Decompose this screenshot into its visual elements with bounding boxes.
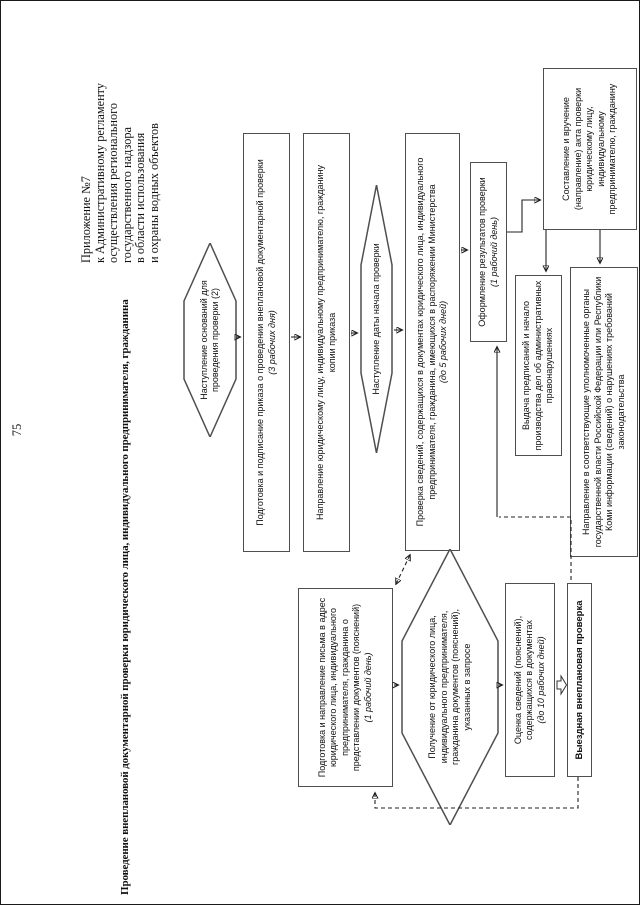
page-number: 75 <box>10 423 24 437</box>
node-text: Оформление результатов проверки <box>477 177 487 327</box>
node-text: Направление юридическому лицу, индивидуа… <box>315 165 337 520</box>
hollow-arrow-evaluate-to-inspection <box>556 674 568 696</box>
document-title: Проведение внеплановой документарной про… <box>119 299 131 895</box>
node-text: Выдача предписаний и начало производства… <box>521 280 555 451</box>
node-text: Наступление оснований для проведения про… <box>198 280 221 400</box>
appendix-line: и охраны водных объектов <box>146 123 161 263</box>
arrow-results-to-act <box>507 200 540 233</box>
appendix-line: осуществления регионального <box>106 103 121 263</box>
hexagon-shape <box>401 549 499 825</box>
node-duration: (3 рабочих дня) <box>266 310 277 375</box>
node-text: Получение от юридического лица, индивиду… <box>427 609 472 765</box>
flow-node-receive-documents: Получение от юридического лица, индивиду… <box>401 549 499 825</box>
hexagon-shape <box>360 185 393 453</box>
hexagon-shape <box>183 243 237 437</box>
flow-node-issue-act: Составление и вручение (направление) акт… <box>543 68 637 230</box>
dashed-line-inspection-elbow <box>499 516 572 580</box>
flow-node-verify-documents: Проверка сведений, содержащихся в докуме… <box>405 133 460 551</box>
appendix-line: к Административному регламенту <box>92 82 107 263</box>
node-text: Оценка сведений (пояснений), содержащихс… <box>512 615 535 745</box>
flow-node-notify-authorities: Направление в соответствующие уполномоче… <box>570 267 638 557</box>
flow-node-send-order-copy: Направление юридическому лицу, индивидуа… <box>303 133 350 552</box>
node-duration: (до 10 рабочих дней) <box>535 636 546 724</box>
flow-node-formalize-results: Оформление результатов проверки(1 рабочи… <box>470 162 507 342</box>
node-duration: (1 рабочий день) <box>362 652 373 723</box>
node-text: Проверка сведений, содержащихся в докуме… <box>415 157 437 527</box>
node-text: Наступление даты начала проверки <box>370 243 381 395</box>
node-text: Составление и вручение (направление) акт… <box>561 83 618 215</box>
node-text: Выездная внеплановая проверка <box>573 600 585 760</box>
flow-node-prepare-letter: Подготовка и направление письма в адрес … <box>298 588 393 787</box>
flow-node-field-inspection: Выездная внеплановая проверка <box>567 583 592 777</box>
appendix-line: Приложение №7 <box>79 176 93 263</box>
appendix-line: в области использования <box>133 132 148 263</box>
flow-node-evaluate-documents: Оценка сведений (пояснений), содержащихс… <box>505 583 555 777</box>
flow-node-grounds-event: Наступление оснований для проведения про… <box>183 243 237 437</box>
node-text: Подготовка и направление письма в адрес … <box>316 597 362 778</box>
node-text: Подготовка и подписание приказа о провед… <box>255 159 265 526</box>
flow-node-start-date-event: Наступление даты начала проверки <box>360 185 393 453</box>
appendix-header: Приложение №7 к Административному реглам… <box>79 82 162 263</box>
node-duration: (1 рабочий день) <box>488 217 499 288</box>
flow-node-prepare-order: Подготовка и подписание приказа о провед… <box>243 133 290 552</box>
node-duration: (до 5 рабочих дней) <box>438 300 449 384</box>
appendix-line: государственного надзора <box>119 126 134 263</box>
flow-node-issue-prescriptions: Выдача предписаний и начало производства… <box>515 275 562 456</box>
node-text: Направление в соответствующие уполномоче… <box>581 276 626 548</box>
